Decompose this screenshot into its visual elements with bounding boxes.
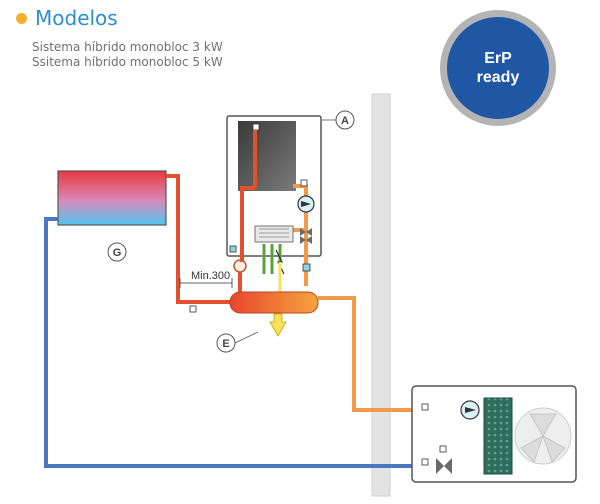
label-g-marker: [107, 242, 127, 262]
outdoor-sensor-top: [421, 403, 429, 411]
model-subtitle-3kw: Sistema híbrido monobloc 3 kW: [32, 40, 223, 54]
hot-pipe-tank-loop: [166, 174, 232, 304]
erp-ready-badge: ErP ready: [440, 10, 556, 126]
dimension-label: Min.300: [191, 270, 230, 282]
label-e-leader: [234, 331, 259, 344]
outdoor-pump-arrow: [465, 407, 476, 413]
boiler-sensor-left: [229, 245, 237, 253]
outdoor-fan-blades: [520, 413, 566, 463]
page-title: Modelos: [35, 6, 118, 30]
bullet-dot-icon: [16, 12, 27, 24]
warm-pipe-to-outdoor-unit: [318, 296, 460, 412]
hot-pipe-boiler-to-tank: [240, 186, 255, 262]
header: Modelos Sistema híbrido monobloc 3 kW Ss…: [16, 6, 223, 70]
boiler-sensor-small: [300, 179, 308, 187]
label-g: G: [113, 247, 122, 259]
boiler-sensor-top: [252, 123, 260, 131]
badge-line-2: ready: [476, 69, 520, 86]
exterior-wall: [371, 93, 391, 497]
outdoor-sensor-bottom: [421, 458, 429, 466]
label-e: E: [222, 338, 229, 350]
badge-line-1: ErP: [484, 50, 512, 67]
separator-sensor: [189, 305, 197, 313]
hydraulic-separator: [229, 291, 319, 314]
cold-return-pipe: [44, 217, 484, 468]
label-a: A: [341, 115, 349, 127]
boiler-heat-exchanger: [238, 121, 296, 191]
three-way-valve-icon: [300, 228, 312, 244]
model-subtitle-5kw: Ssitema híbrido monobloc 5 kW: [32, 55, 223, 69]
boiler-hydraulic-detail: [259, 228, 289, 238]
outdoor-sensor-mid: [439, 445, 447, 453]
storage-tank: [57, 170, 167, 226]
boiler-hydraulic-block: [254, 225, 294, 243]
boiler-pump-arrow: [301, 201, 311, 207]
outdoor-unit-heat-exchanger: [483, 397, 513, 475]
outdoor-valve-icon: [436, 458, 452, 474]
boiler-sensor-mid: [302, 263, 311, 272]
separator-drain: [269, 313, 287, 337]
title-row: Modelos: [16, 6, 223, 30]
